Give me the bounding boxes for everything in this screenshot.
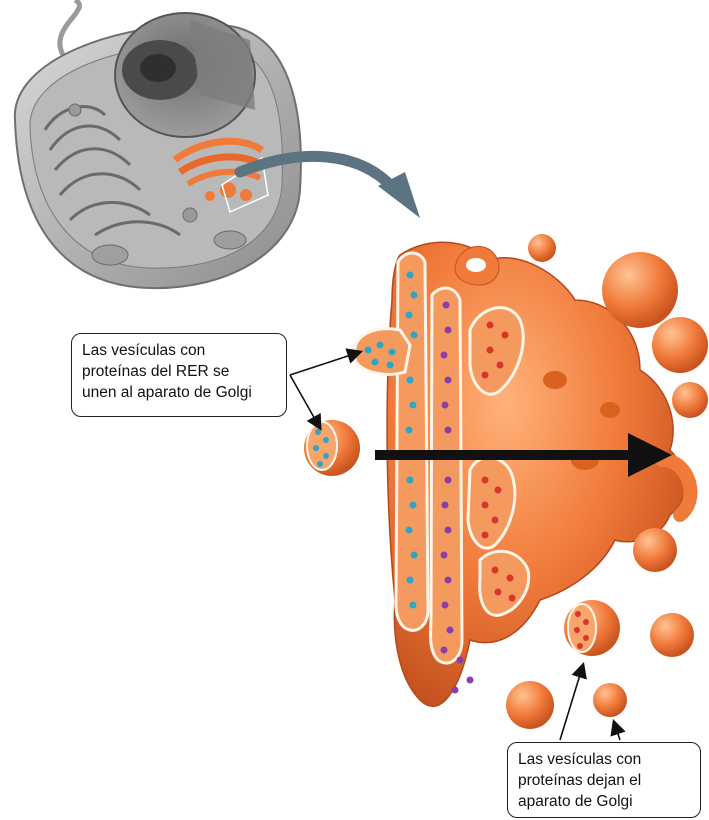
golgi-cis-branch bbox=[355, 329, 410, 375]
cell-vesicle bbox=[69, 104, 81, 116]
callout-vesicles-join-golgi: Las vesículas con proteínas del RER se u… bbox=[71, 333, 287, 417]
cell-vesicle bbox=[183, 208, 197, 222]
callout-line: Las vesículas con bbox=[518, 749, 690, 770]
golgi-fold-hole bbox=[543, 371, 567, 389]
callout-vesicles-leave-golgi: Las vesículas con proteínas dejan el apa… bbox=[507, 742, 701, 818]
callout-line: proteínas dejan el bbox=[518, 770, 690, 791]
golgi-lobe-hole bbox=[466, 258, 486, 272]
outgoing-protein-vesicle bbox=[564, 600, 620, 656]
cell-nucleolus bbox=[140, 54, 176, 82]
incoming-rer-vesicle bbox=[304, 420, 360, 476]
golgi-fold-hole bbox=[600, 402, 620, 418]
cell-mitochondrion bbox=[214, 231, 246, 249]
callout-line: unen al aparato de Golgi bbox=[82, 382, 276, 403]
callout-line: proteínas del RER se bbox=[82, 361, 276, 382]
cell-mitochondrion bbox=[92, 245, 128, 265]
golgi-cis-cisterna bbox=[396, 253, 428, 630]
callout-line: aparato de Golgi bbox=[518, 791, 690, 812]
callout-line: Las vesículas con bbox=[82, 340, 276, 361]
cell-illustration bbox=[15, 0, 301, 288]
